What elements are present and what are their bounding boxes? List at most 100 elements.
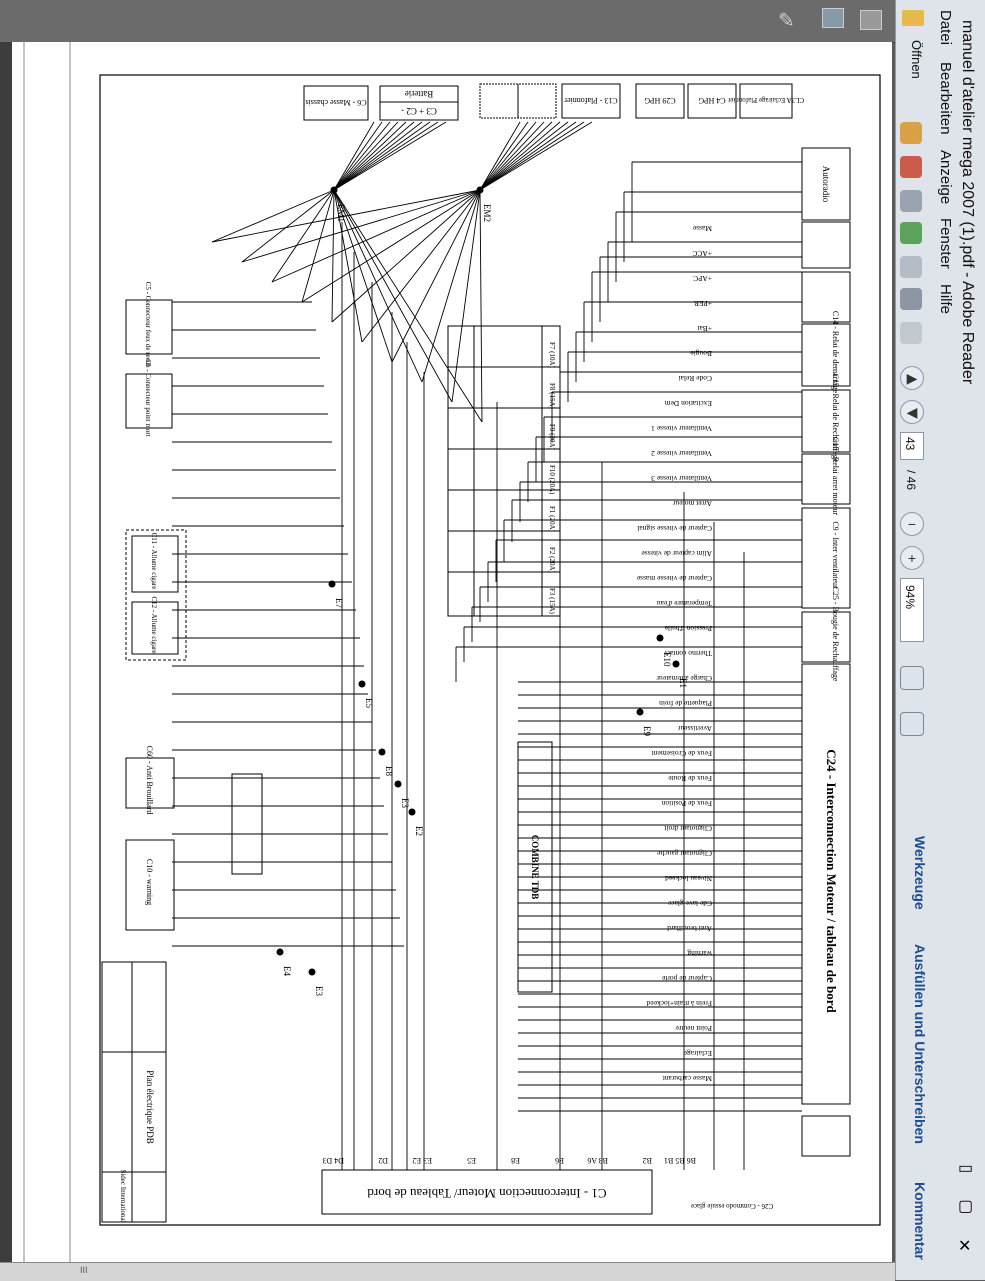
right-connector-column: Autoradio C14 - Relai de demarrage C15 -… bbox=[801, 147, 851, 1157]
signal-label: Alim capteur de vitesse bbox=[641, 549, 712, 558]
signal-label: Point neutre bbox=[675, 1024, 712, 1033]
minimize-icon[interactable]: ▭ bbox=[958, 1160, 974, 1177]
cartouche: Plan électrique PDB Sidec International bbox=[101, 961, 167, 1223]
zoom-in-icon[interactable]: + bbox=[900, 546, 924, 570]
signal-label: Code Relai bbox=[678, 374, 712, 383]
fit-page-icon[interactable] bbox=[900, 666, 924, 690]
junction-node bbox=[394, 780, 402, 788]
folder-icon[interactable] bbox=[902, 10, 924, 26]
junction-node bbox=[656, 634, 664, 642]
signal-label: Clignotant gauche bbox=[657, 849, 712, 858]
junction-node bbox=[672, 660, 680, 668]
save-icon[interactable] bbox=[900, 256, 922, 278]
bottom-connector-label: D2 bbox=[378, 1156, 388, 1165]
c6-box: C6 - Masse chassis bbox=[303, 85, 369, 121]
signal-label: Frein à main+lockeed bbox=[646, 999, 712, 1008]
create-pdf-icon[interactable] bbox=[900, 122, 922, 144]
menu-datei[interactable]: Datei bbox=[937, 10, 954, 46]
open-button[interactable]: Öffnen bbox=[909, 40, 924, 79]
svg-text:C26 - Commodo essuie glace: C26 - Commodo essuie glace bbox=[691, 1202, 773, 1210]
junction-label: EM1 bbox=[336, 204, 346, 222]
email-icon[interactable] bbox=[900, 322, 922, 344]
menu-hilfe[interactable]: Hilfe bbox=[937, 284, 954, 315]
svg-text:C14 - Relai de demarrage: C14 - Relai de demarrage bbox=[831, 311, 840, 394]
signal-label: Ventilateur vitesse 3 bbox=[651, 474, 712, 483]
junction-label: E8 bbox=[384, 766, 394, 776]
tab-ausfuellen[interactable]: Ausfüllen und Unterschreiben bbox=[912, 944, 928, 1144]
fuse-label: F2 (20A) bbox=[548, 547, 556, 574]
svg-text:C3 + C2 -: C3 + C2 - bbox=[401, 106, 437, 116]
tab-kommentar[interactable]: Kommentar bbox=[912, 1182, 928, 1260]
left-connectors: C5 - Connecteur feux de recul Cb - Conne… bbox=[125, 282, 187, 931]
restore-doc-icon[interactable] bbox=[860, 10, 882, 30]
signal-label: warning bbox=[687, 949, 712, 958]
bottom-connector-label: E5 bbox=[467, 1156, 476, 1165]
signal-label: Feux de Croisement bbox=[651, 749, 712, 758]
signal-label: +PER bbox=[694, 299, 712, 308]
svg-text:C13 - Plafonnier: C13 - Plafonnier bbox=[564, 96, 618, 105]
page-number-input[interactable]: 43 bbox=[900, 432, 924, 460]
signal-label: Pression d'huile bbox=[664, 624, 712, 633]
fuse-label: F7 (10A) bbox=[548, 342, 556, 369]
signal-label: Plaquette de frein bbox=[659, 699, 712, 708]
batterie-box: Batterie C3 + C2 - bbox=[379, 85, 459, 121]
svg-text:C4 HPG: C4 HPG bbox=[698, 96, 726, 105]
junction-node bbox=[308, 968, 316, 976]
junction-label: EM2 bbox=[482, 204, 492, 222]
junction-node bbox=[408, 808, 416, 816]
cloud-icon[interactable] bbox=[900, 222, 922, 244]
svg-text:C1 - Interconnection Moteur/ T: C1 - Interconnection Moteur/ Tableau de … bbox=[367, 1186, 607, 1201]
svg-text:C12 - Allume cigare: C12 - Allume cigare bbox=[150, 597, 158, 654]
bottom-connector-label: B6 B5 B1 bbox=[664, 1156, 696, 1165]
svg-text:C16 - Relai arret moteur: C16 - Relai arret moteur bbox=[831, 437, 840, 516]
zoom-out-icon[interactable]: − bbox=[900, 512, 924, 536]
signal-label: +Bat bbox=[696, 324, 712, 333]
window-title: manuel d'atelier mega 2007 (1).pdf - Ado… bbox=[959, 20, 976, 385]
bottom-connector-label: E3 E2 bbox=[412, 1156, 432, 1165]
print-icon[interactable] bbox=[900, 190, 922, 212]
next-page-icon[interactable]: ▶ bbox=[900, 366, 924, 390]
menu-anzeige[interactable]: Anzeige bbox=[937, 150, 954, 205]
signal-label: Arret moteur bbox=[673, 499, 712, 508]
prev-page-icon[interactable]: ◀ bbox=[900, 400, 924, 424]
signal-label: Temperature d'eau bbox=[657, 599, 712, 608]
signal-label: Ventilateur vitesse 2 bbox=[651, 449, 712, 458]
maximize-icon[interactable]: ▢ bbox=[958, 1198, 974, 1215]
junction-node bbox=[358, 680, 366, 688]
bottom-connector-label: B3 A6 bbox=[587, 1156, 608, 1165]
combine-tdb-box: COMBINE TDB bbox=[517, 741, 553, 993]
zoom-select[interactable]: 94% bbox=[900, 578, 924, 642]
signal-label: Capteur de vitesse masse bbox=[636, 574, 712, 583]
svg-text:Sidec International: Sidec International bbox=[119, 1169, 127, 1222]
svg-text:Cb - Connecteur point mort: Cb - Connecteur point mort bbox=[144, 359, 152, 436]
signal-label: Anti brouillard bbox=[667, 924, 712, 933]
junction-node bbox=[276, 948, 284, 956]
attach-icon[interactable]: ✎ bbox=[778, 10, 795, 32]
svg-text:C25 - Bougie de Rechauffage: C25 - Bougie de Rechauffage bbox=[831, 587, 840, 682]
c13-box: C13 - Plafonnier bbox=[561, 83, 621, 119]
minimize-doc-icon[interactable] bbox=[822, 8, 844, 28]
menu-bearbeiten[interactable]: Bearbeiten bbox=[937, 62, 954, 135]
junction-node bbox=[636, 708, 644, 716]
scroll-thumb[interactable]: III bbox=[80, 1265, 88, 1275]
svg-text:Batterie: Batterie bbox=[405, 89, 434, 99]
print-icon-2[interactable] bbox=[900, 288, 922, 310]
fullscreen-icon[interactable] bbox=[900, 712, 924, 736]
junction-node bbox=[328, 580, 336, 588]
signal-label: Thermo contact bbox=[664, 649, 712, 658]
close-icon[interactable]: ✕ bbox=[958, 1238, 972, 1255]
page-number-value: 43 bbox=[903, 437, 917, 451]
edit-pdf-icon[interactable] bbox=[900, 156, 922, 178]
horizontal-scrollbar[interactable]: III bbox=[0, 1262, 895, 1281]
signal-label: +ACC bbox=[692, 249, 712, 258]
wires bbox=[172, 121, 802, 1170]
left-panel-strip bbox=[0, 42, 12, 1262]
menu-fenster[interactable]: Fenster bbox=[937, 218, 954, 269]
zoom-value: 94% bbox=[903, 585, 917, 610]
tab-werkzeuge[interactable]: Werkzeuge bbox=[912, 836, 928, 910]
junction-node bbox=[378, 748, 386, 756]
c38-box bbox=[231, 773, 263, 875]
svg-text:COMBINE TDB: COMBINE TDB bbox=[530, 835, 540, 900]
junction-label: E4 bbox=[282, 966, 292, 976]
